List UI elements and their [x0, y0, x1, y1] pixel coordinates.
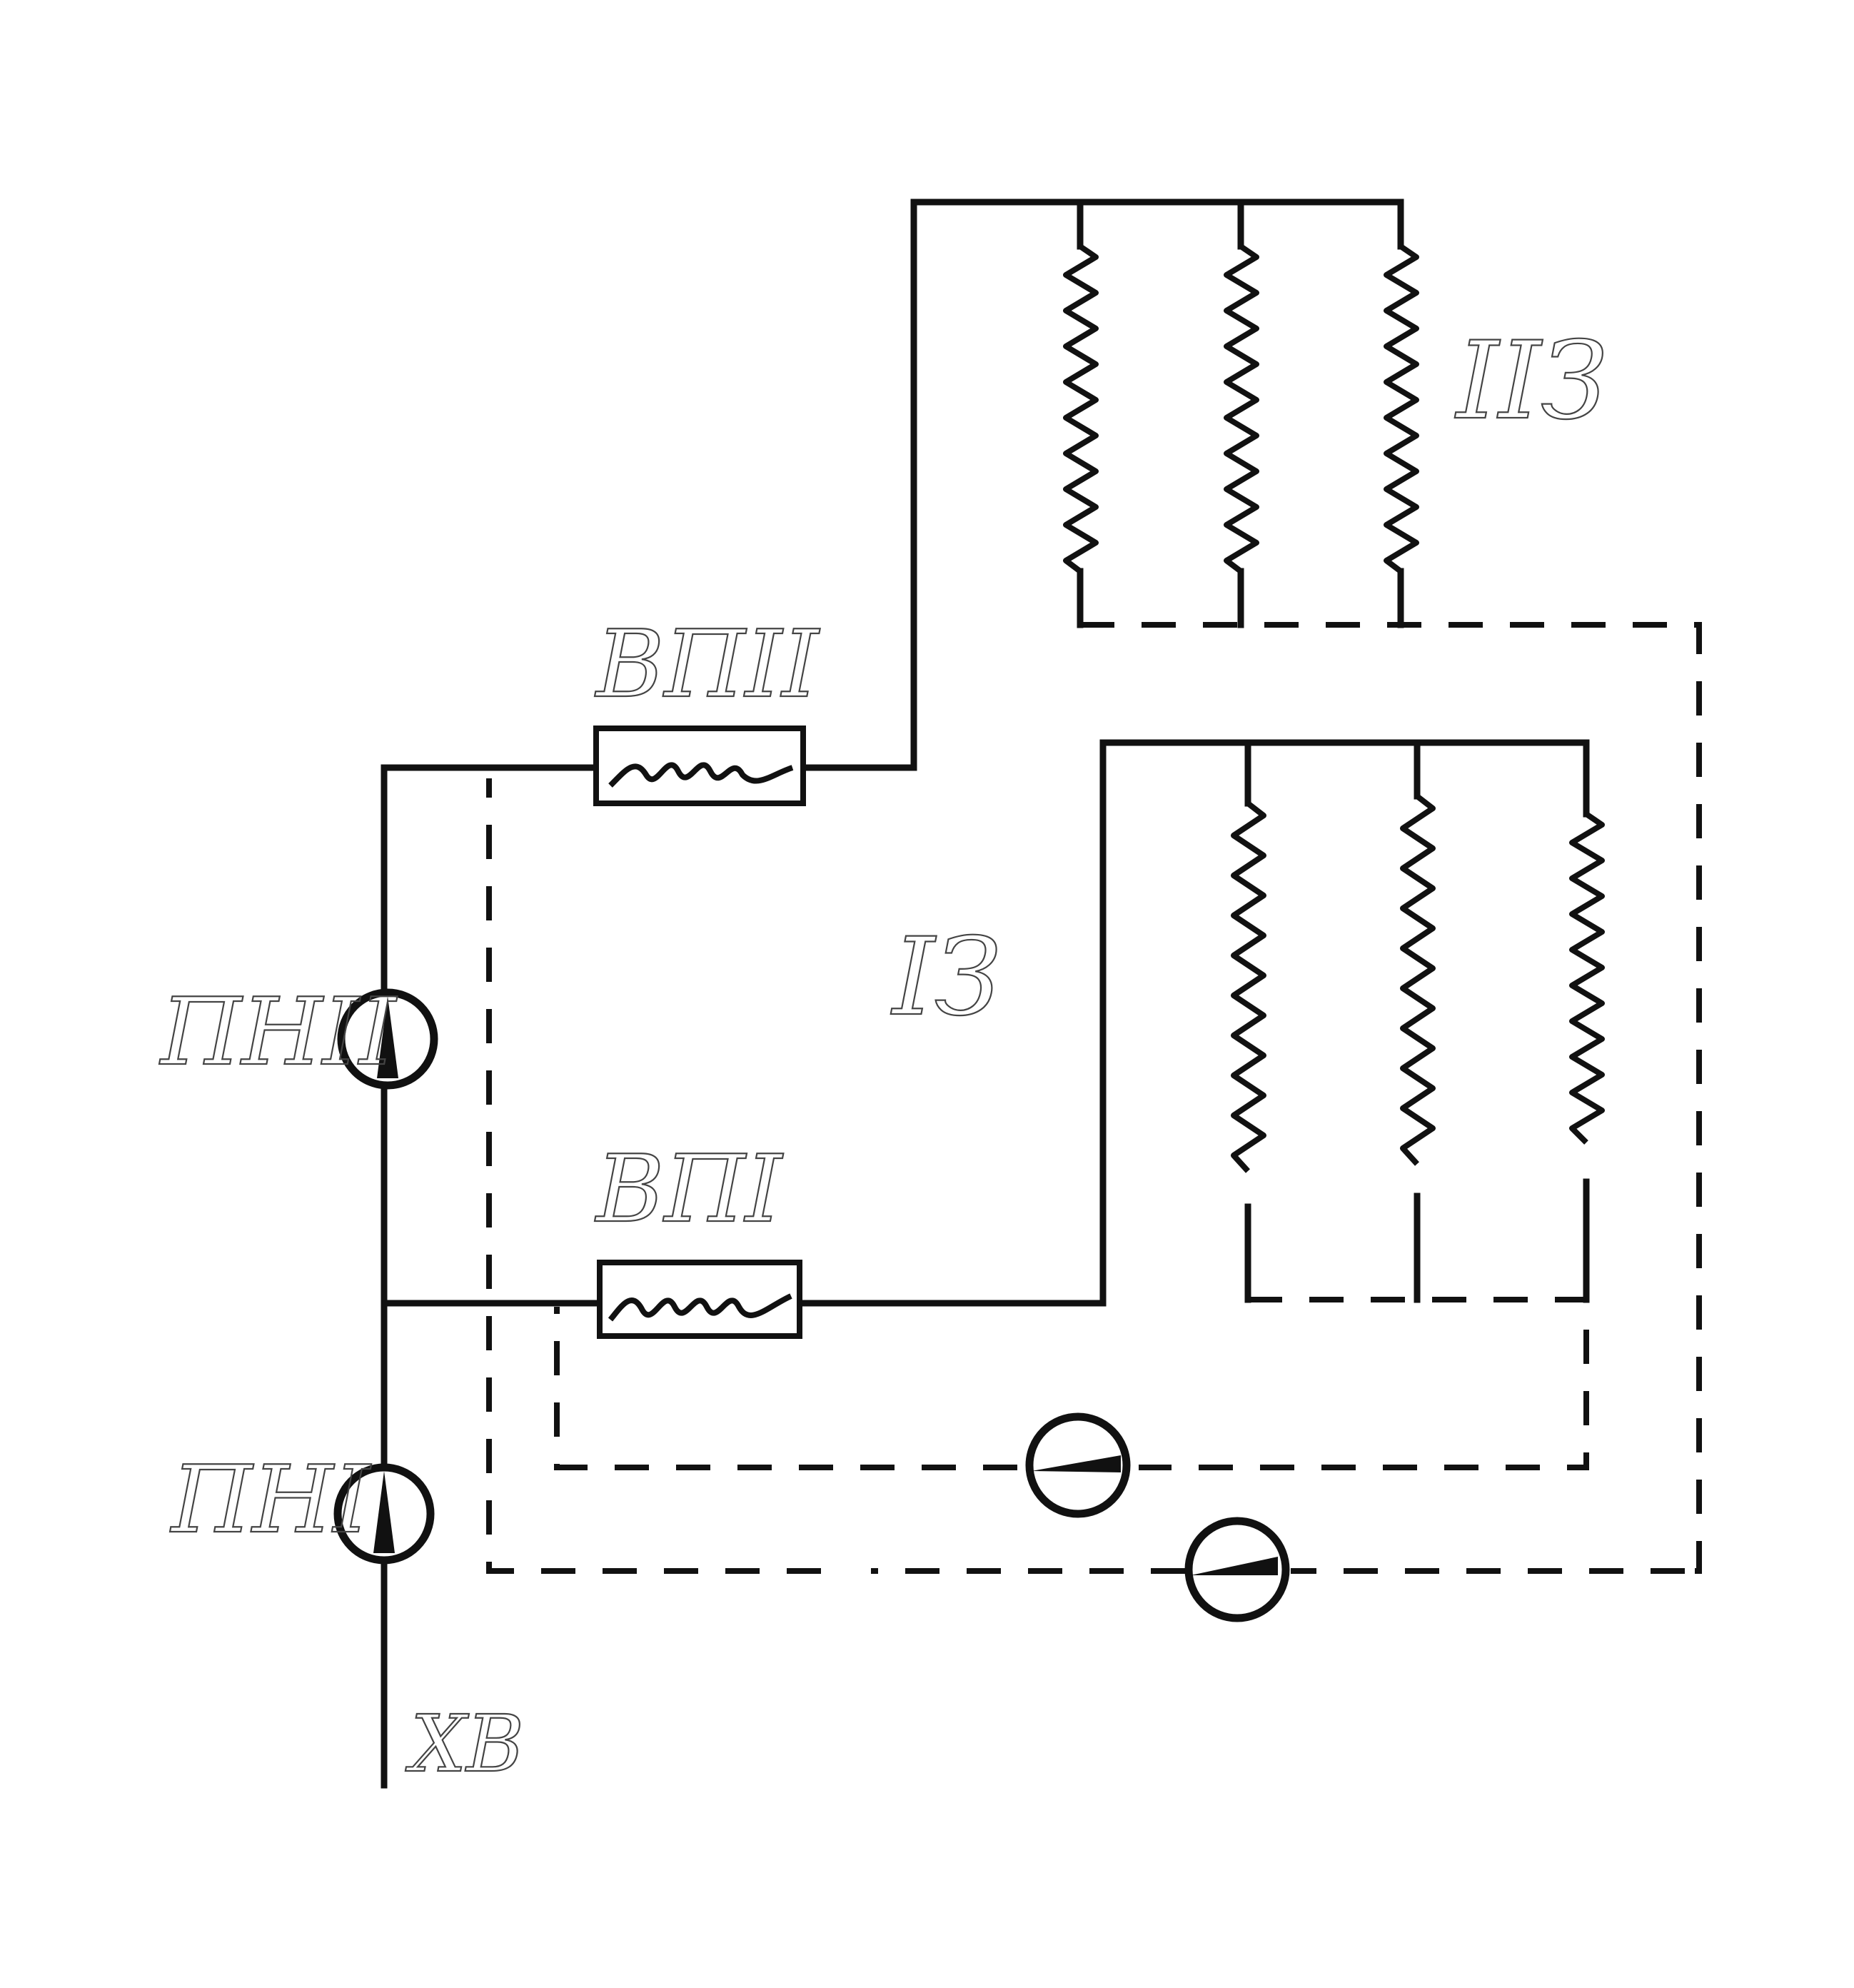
- pump-1-label: ПНI: [170, 1445, 372, 1554]
- zone-1-coil-3: [1569, 739, 1605, 1303]
- supply-pipes: [381, 199, 1590, 1789]
- heater-1: [597, 1260, 802, 1339]
- zone-1-label: IЗ: [890, 915, 1002, 1040]
- zone-1-coil-1: [1231, 739, 1266, 1303]
- zone-2-coil-3: [1384, 199, 1419, 628]
- heater-1-to-zone-1: [796, 739, 1107, 1307]
- cold-water-label: ХВ: [405, 1698, 524, 1789]
- return-pump-2-icon: [1184, 1517, 1290, 1622]
- zone-1-return-manifold: [1139, 1297, 1589, 1470]
- return-pump-1-icon: [1025, 1412, 1131, 1518]
- pump-2-label: ПНII: [159, 978, 398, 1086]
- heater-1-label: ВПI: [595, 1135, 784, 1243]
- pump-1-icon: [333, 1463, 435, 1565]
- return-pipes: [486, 622, 1702, 1574]
- pump-2-icon: [337, 988, 438, 1090]
- zone-1-coils: [1231, 739, 1605, 1303]
- heater-2: [593, 726, 806, 806]
- zone-2-coils: [1063, 199, 1419, 628]
- zone-2-coil-1: [1063, 199, 1099, 628]
- zone-1-coil-2: [1400, 739, 1436, 1303]
- heater-2-to-zone-2: [800, 199, 917, 771]
- zone-2-coil-2: [1224, 199, 1259, 628]
- inner-return-line: [554, 1307, 1017, 1470]
- zone-2-label: IIЗ: [1454, 319, 1608, 443]
- heater-2-label: ВПII: [595, 610, 820, 718]
- zone-2-return-manifold: [1080, 622, 1702, 1574]
